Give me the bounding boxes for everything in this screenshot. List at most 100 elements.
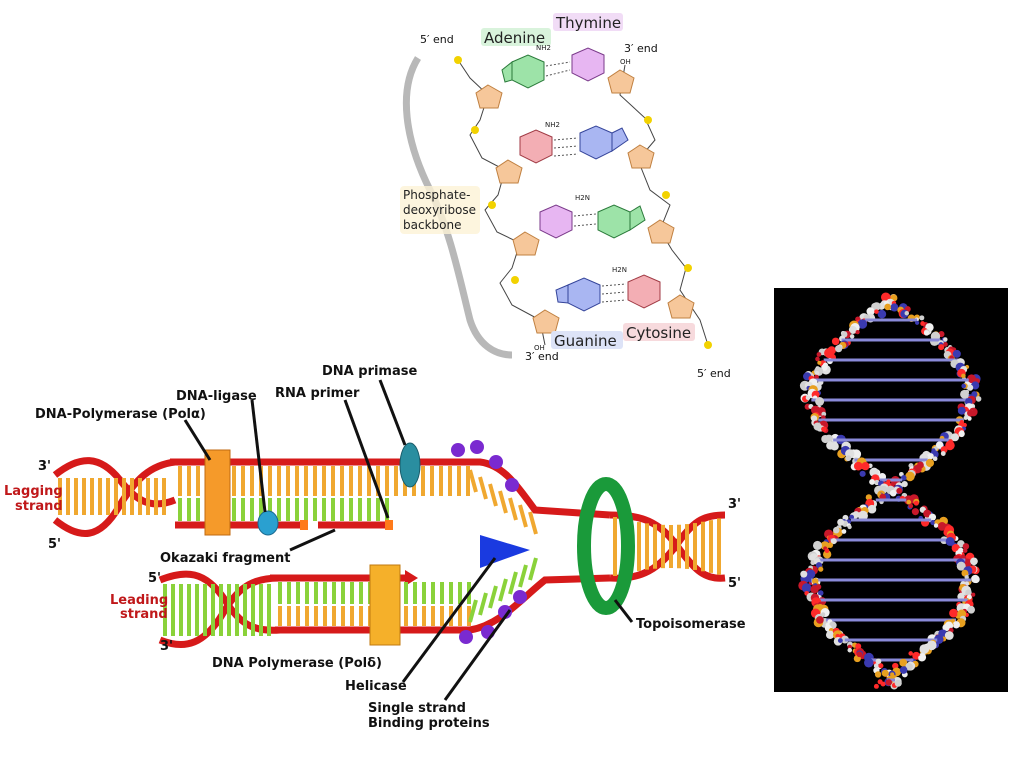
h-bond xyxy=(545,61,571,67)
ssb-protein xyxy=(451,443,465,457)
lagging-strand-label-1: Lagging xyxy=(4,484,63,499)
model-atom xyxy=(865,494,872,501)
h-bond xyxy=(573,223,597,227)
model-atom xyxy=(810,585,819,594)
model-atom xyxy=(905,663,913,671)
okazaki-fragment-label: Okazaki fragment xyxy=(160,551,290,566)
model-atom xyxy=(866,307,875,316)
model-atom xyxy=(970,557,978,566)
model-atom xyxy=(930,520,936,526)
model-atom xyxy=(864,657,874,668)
phosphate-icon xyxy=(662,191,670,199)
model-atom xyxy=(904,310,910,316)
model-atom xyxy=(967,605,976,614)
cytosine-base xyxy=(627,274,661,309)
model-atom xyxy=(821,364,828,371)
h-bond xyxy=(553,153,579,157)
model-atom xyxy=(847,524,852,530)
topoisomerase-ring xyxy=(577,477,635,615)
cytosine-base xyxy=(519,129,553,164)
sugar-icon xyxy=(512,231,540,256)
base-rung xyxy=(518,504,528,528)
model-atom xyxy=(825,352,832,359)
leading-strand-arrowhead xyxy=(405,570,418,586)
base-rung xyxy=(498,578,508,602)
model-atom xyxy=(961,373,966,379)
model-atom xyxy=(918,655,924,661)
thymine-label: Thymine xyxy=(555,14,621,32)
model-atom xyxy=(800,570,808,578)
phosphate-icon xyxy=(471,126,479,134)
model-atom xyxy=(818,566,824,572)
model-atom xyxy=(849,514,855,520)
leading-strand-label-2: strand xyxy=(120,607,168,622)
leader-line xyxy=(250,399,267,513)
ssb-protein xyxy=(505,478,519,492)
model-atom xyxy=(933,523,939,528)
ssb-protein xyxy=(489,455,503,469)
model-atom xyxy=(815,356,820,362)
model-atom xyxy=(831,337,840,346)
hydroxyl-label: OH xyxy=(534,344,545,352)
amino-group-label: H2N xyxy=(575,194,590,202)
model-atom xyxy=(814,366,824,376)
model-atom xyxy=(814,374,819,380)
model-atom xyxy=(873,683,879,689)
amino-group-label: H2N xyxy=(612,266,627,274)
base-rung xyxy=(468,599,478,623)
model-atom xyxy=(847,644,852,650)
end-3-bottom: 3′ end xyxy=(525,350,559,363)
helicase-shape xyxy=(480,535,530,568)
model-atom xyxy=(878,663,884,669)
model-atom xyxy=(943,342,948,347)
base-rung xyxy=(468,469,478,493)
replication-fork-panel: 3' Lagging strand 5' 5' Leading strand 3… xyxy=(4,364,746,731)
model-atom xyxy=(857,319,868,329)
model-atom xyxy=(959,420,965,425)
base-rung xyxy=(528,511,538,535)
helicase-label: Helicase xyxy=(345,679,407,694)
h-bond xyxy=(601,299,627,303)
model-atom xyxy=(821,434,830,444)
model-atom xyxy=(923,330,930,336)
model-atom xyxy=(906,499,912,505)
hydroxyl-label: OH xyxy=(620,58,631,66)
leader-line xyxy=(378,379,407,446)
amino-group-label: NH2 xyxy=(545,121,560,129)
model-atom xyxy=(911,508,919,516)
model-atom xyxy=(949,608,958,618)
adenine-base-ring xyxy=(629,205,646,231)
model-atom xyxy=(944,631,954,640)
amino-group-label: NH2 xyxy=(536,44,551,52)
phosphate-icon xyxy=(704,341,712,349)
ssb-label-1: Single strand xyxy=(368,701,466,716)
model-atom xyxy=(919,644,930,654)
model-atom xyxy=(853,461,863,471)
guanine-base-ring xyxy=(555,284,569,304)
model-atom xyxy=(923,509,932,518)
dna-polymerase-delta-block xyxy=(369,564,401,646)
model-atom xyxy=(896,487,903,494)
model-atom xyxy=(841,529,847,534)
guanine-base-ring xyxy=(611,127,629,152)
model-atom xyxy=(951,433,960,442)
model-atom xyxy=(971,592,976,597)
model-atom xyxy=(901,481,908,488)
model-atom xyxy=(905,471,915,482)
leading-3-prime: 3' xyxy=(160,639,173,654)
h-bond xyxy=(553,145,579,149)
rna-primer-label: RNA primer xyxy=(275,386,360,401)
base-rung xyxy=(478,476,488,500)
base-rung xyxy=(488,585,498,609)
model-atom xyxy=(899,658,908,667)
dna-ligase-label: DNA-ligase xyxy=(176,389,257,404)
model-atom xyxy=(908,503,914,509)
ssb-protein xyxy=(459,630,473,644)
model-atom xyxy=(869,479,876,485)
ssb-protein xyxy=(513,590,527,604)
leader-line xyxy=(183,419,212,461)
model-atom xyxy=(945,440,955,451)
leader-line xyxy=(613,599,634,623)
model-atom xyxy=(884,303,891,311)
